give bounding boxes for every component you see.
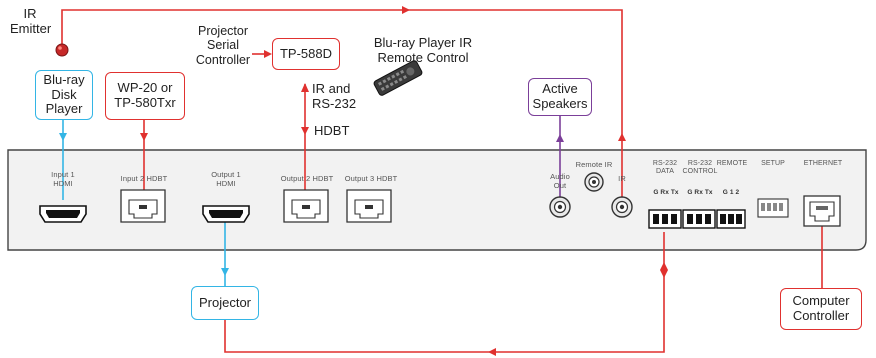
arrow-head [301, 83, 309, 92]
arrow-head [221, 268, 229, 276]
arrow-head [488, 348, 496, 356]
arrow-head [140, 133, 148, 141]
arrow-head [660, 262, 668, 270]
ir-label: IR [618, 174, 626, 183]
rs232-control-pins: G Rx Tx [687, 189, 713, 196]
arrow-head [556, 134, 564, 142]
ir-jack [611, 196, 633, 218]
arrow-head [402, 6, 410, 14]
remote-terminal [716, 209, 746, 229]
arrow-head [618, 133, 626, 141]
hdbt-label: HDBT [314, 123, 350, 138]
remote-control-icon [373, 60, 423, 96]
remote-pins: G 1 2 [722, 189, 740, 196]
hdmi-port-input1 [39, 205, 87, 223]
setup-dip-switch [757, 198, 789, 218]
arrow-head [264, 50, 272, 58]
audio-out-jack [549, 196, 571, 218]
rs232-data-terminal [648, 209, 682, 229]
arrow-head [59, 133, 67, 141]
projector-serial-controller-label: Projector Serial Controller [195, 24, 251, 67]
ethernet-label: ETHERNET [803, 160, 843, 167]
ir-emitter-highlight [58, 46, 62, 50]
input2-label: Input 2 HDBT [120, 174, 168, 183]
setup-label: SETUP [761, 160, 785, 167]
output3-label: Output 3 HDBT [344, 174, 398, 183]
arrow-head [301, 127, 309, 135]
hdbt-port-input2 [120, 189, 166, 223]
projector-box: Projector [191, 286, 259, 320]
output2-label: Output 2 HDBT [280, 174, 334, 183]
remote-label: REMOTE [716, 160, 748, 167]
hdbt-port-output3 [346, 189, 392, 223]
hdbt-port-output2 [283, 189, 329, 223]
rs232-projector-loop [224, 232, 665, 353]
hdmi-port-output1 [202, 205, 250, 223]
rs232-control-terminal [682, 209, 716, 229]
remote-ir-header: Remote IR [575, 160, 613, 169]
tp588d-box: TP-588D [272, 38, 340, 70]
ir-emitter-line [61, 9, 623, 198]
ethernet-port [803, 195, 841, 227]
ir-emitter-icon [55, 43, 69, 57]
arrow-head [660, 270, 668, 278]
rs232-data-pins: G Rx Tx [653, 189, 679, 196]
remote-ir-jack [584, 172, 604, 192]
